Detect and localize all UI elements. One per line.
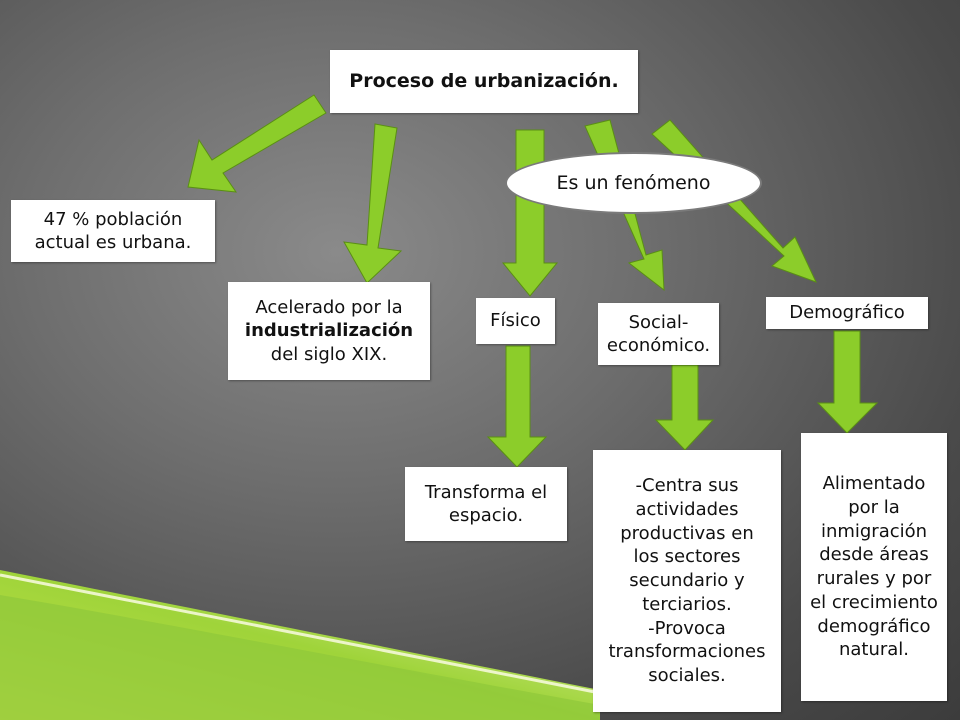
- demografico-detail-text: Alimentado por la inmigración desde área…: [810, 473, 938, 661]
- demografico-label: Demográfico: [789, 302, 905, 324]
- acelerado-text-pre: Acelerado por la: [255, 296, 403, 318]
- diagram-title: Proceso de urbanización.: [349, 70, 619, 93]
- acelerado-text-bold: industrialización: [244, 320, 414, 342]
- social-label: Social-económico.: [606, 311, 711, 356]
- acelerado-box: Acelerado por la industrialización del s…: [228, 282, 430, 380]
- fenomeno-ellipse: Es un fenómeno: [505, 152, 762, 214]
- demografico-box: Demográfico: [766, 297, 928, 329]
- title-box: Proceso de urbanización.: [330, 50, 638, 113]
- demografico-detail-box: Alimentado por la inmigración desde área…: [801, 433, 947, 701]
- social-detail-text-1: -Centra sus actividades productivas en l…: [620, 475, 754, 615]
- arrow-fisico-detail: [486, 345, 548, 468]
- fisico-label: Físico: [490, 310, 541, 332]
- arrow-social-detail: [654, 364, 715, 451]
- fisico-detail-text: Transforma el espacio.: [424, 481, 548, 526]
- poblacion-box: 47 % población actual es urbana.: [11, 200, 215, 262]
- arrow-demografico-detail: [816, 330, 879, 434]
- arrow-to-acelerado: [343, 123, 403, 284]
- social-detail-box: -Centra sus actividades productivas en l…: [593, 450, 781, 712]
- acelerado-text-post: del siglo XIX.: [270, 343, 388, 365]
- social-box: Social-económico.: [598, 303, 719, 365]
- poblacion-text: 47 % población actual es urbana.: [34, 208, 192, 253]
- decorative-band: [0, 570, 601, 720]
- fenomeno-label: Es un fenómeno: [556, 172, 711, 194]
- arrow-to-fisico: [501, 129, 559, 297]
- arrow-to-poblacion: [187, 94, 327, 193]
- fisico-detail-box: Transforma el espacio.: [405, 467, 567, 541]
- social-detail-text-2: -Provoca transformaciones sociales.: [608, 617, 766, 687]
- fisico-box: Físico: [476, 298, 555, 344]
